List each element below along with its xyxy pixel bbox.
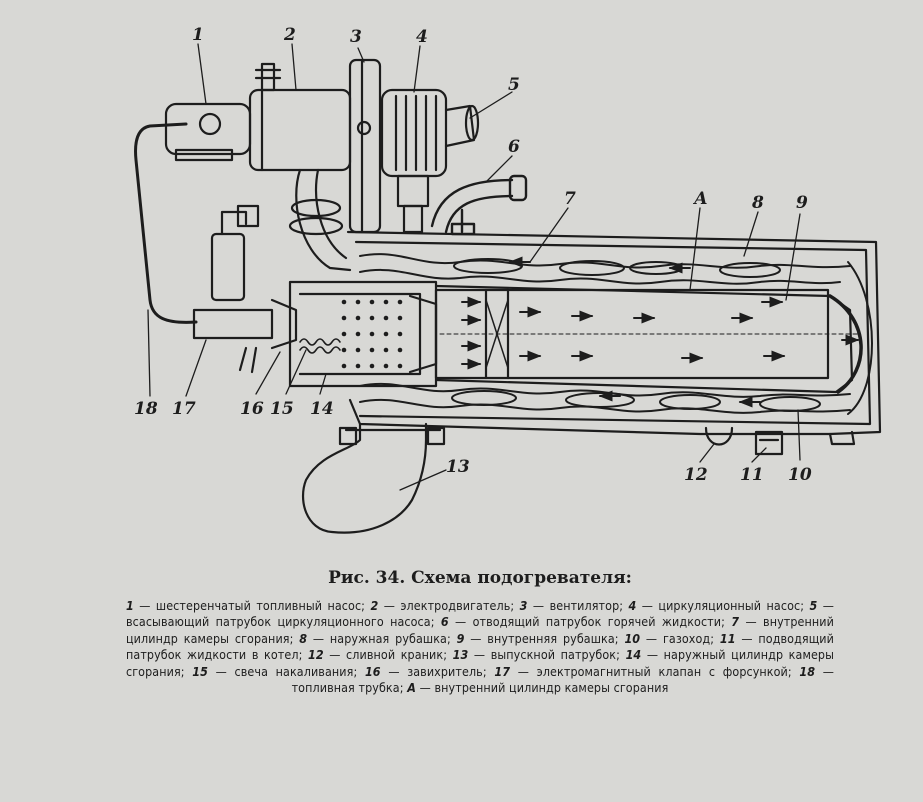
callout-4: 4 xyxy=(416,27,428,47)
flow-arrows xyxy=(461,256,860,408)
callout-14: 14 xyxy=(310,399,334,419)
callout-7: 7 xyxy=(564,189,576,209)
figure-caption: Рис. 34. Схема подогревателя: 1 — шестер… xyxy=(120,568,840,696)
jacket-coils-top xyxy=(359,253,851,285)
callout-labels: 1 2 3 4 5 6 7 А 8 9 12 11 10 13 18 17 16… xyxy=(134,25,812,485)
legend-number: 9 xyxy=(456,630,465,646)
legend-text: — газоход; xyxy=(640,630,720,646)
legend-number: 1 xyxy=(126,598,134,613)
legend-number: 14 xyxy=(625,647,642,663)
callout-17: 17 xyxy=(172,399,196,419)
fan xyxy=(288,58,382,272)
legend-number: 16 xyxy=(364,663,381,679)
leader-lines xyxy=(147,43,801,491)
legend-text: — шестеренчатый топливный насос; xyxy=(133,598,371,613)
figure-title-text: Схема подогревателя: xyxy=(411,568,632,588)
inner-cylinder-A xyxy=(434,288,861,380)
legend-text: — топливная трубка; xyxy=(291,663,835,696)
legend-number: 2 xyxy=(370,598,379,613)
legend-text: — всасывающий патрубок циркуляционного н… xyxy=(126,598,834,630)
legend-number: 15 xyxy=(192,663,208,679)
liquid-inlet xyxy=(754,430,784,456)
legend-text: — выпускной патрубок; xyxy=(468,647,626,663)
legend-text: — электромагнитный клапан с форсункой; xyxy=(510,663,800,679)
legend-number: 6 xyxy=(440,614,449,630)
legend-text: — электродвигатель; xyxy=(378,598,520,613)
legend-number: 17 xyxy=(494,663,511,679)
outer-combustion-cylinder xyxy=(288,280,438,388)
legend-text: — наружный цилиндр камеры сгорания; xyxy=(126,647,834,679)
callout-A: А xyxy=(692,189,708,209)
legend-number: 12 xyxy=(307,647,324,663)
legend-text: — отводящий патрубок горячей жидкости; xyxy=(448,614,732,630)
jacket-coils-bottom xyxy=(359,382,851,414)
callout-5: 5 xyxy=(508,75,520,95)
callout-2: 2 xyxy=(283,25,296,45)
fuel-line xyxy=(134,122,198,324)
legend-number: 18 xyxy=(799,663,816,679)
legend-number: 4 xyxy=(628,598,637,613)
callout-13: 13 xyxy=(446,457,470,477)
hot-liquid-outlet xyxy=(430,174,528,236)
legend-text: — внутренний цилиндр камеры сгорания; xyxy=(126,614,834,646)
legend-text: — циркуляционный насос; xyxy=(636,598,810,613)
legend-text: — вентилятор; xyxy=(527,598,629,613)
legend-number: 3 xyxy=(519,598,528,613)
callout-3: 3 xyxy=(350,27,362,47)
legend-text: — свеча накаливания; xyxy=(207,663,365,679)
legend-number: 7 xyxy=(731,614,740,630)
electromagnetic-valve xyxy=(192,204,298,374)
callout-12: 12 xyxy=(684,465,708,485)
callout-15: 15 xyxy=(270,399,294,419)
callout-6: 6 xyxy=(508,137,520,157)
legend-text: — внутренний цилиндр камеры сгорания xyxy=(415,680,669,696)
legend-text: — внутренняя рубашка; xyxy=(464,630,625,646)
legend-number: 11 xyxy=(719,630,736,646)
callout-8: 8 xyxy=(751,193,764,213)
legend-text: — сливной краник; xyxy=(323,647,453,663)
callout-18: 18 xyxy=(134,399,158,419)
callout-11: 11 xyxy=(740,465,764,485)
suction-pipe xyxy=(444,104,480,148)
drain-cock xyxy=(704,426,734,446)
legend-text: — подводящий патрубок жидкости в котел; xyxy=(126,630,834,663)
callout-1: 1 xyxy=(192,25,204,45)
figure-label: Рис. 34. xyxy=(328,568,406,588)
figure-title: Рис. 34. Схема подогревателя: xyxy=(120,568,840,588)
figure-legend: 1 — шестеренчатый топливный насос; 2 — э… xyxy=(120,598,840,696)
perforation-holes xyxy=(341,299,403,369)
exhaust-pipe xyxy=(301,422,446,534)
callout-9: 9 xyxy=(796,193,808,213)
fuel-pump xyxy=(164,102,252,162)
callout-10: 10 xyxy=(788,465,812,485)
legend-number: 5 xyxy=(809,598,818,613)
legend-number: А xyxy=(407,680,416,696)
legend-number: 8 xyxy=(299,630,308,646)
glow-plug xyxy=(299,338,341,354)
legend-text: — наружная рубашка; xyxy=(307,630,457,646)
legend-number: 10 xyxy=(624,630,641,646)
callout-16: 16 xyxy=(240,399,264,419)
legend-number: 13 xyxy=(452,647,469,663)
electric-motor xyxy=(248,62,352,172)
legend-text: — завихритель; xyxy=(380,663,495,679)
